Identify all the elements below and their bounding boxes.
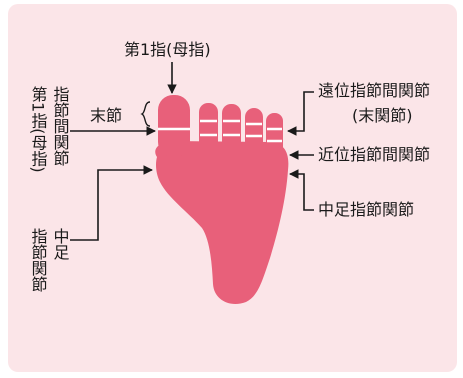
- label-big-toe: 第1指(母指): [124, 40, 211, 59]
- label-pip-joint: 近位指節間関節: [318, 145, 430, 164]
- label-first-toe-ip-col1: 第1指(母指): [29, 86, 48, 173]
- arrow-mtp-left: [70, 165, 153, 241]
- label-dip-joint-line1: 遠位指節間関節: [318, 81, 430, 100]
- label-first-toe-ip-col2: 指節間関節: [51, 86, 70, 166]
- arrow-dip-joint: [287, 91, 314, 136]
- label-distal-phalanx: 末節: [90, 106, 122, 125]
- foot-sole-shape: [155, 141, 289, 304]
- distal-phalanx-brace: [140, 101, 151, 127]
- label-mtp-left-col2: 指節関節: [29, 228, 48, 292]
- toe-3-shape: [222, 104, 241, 152]
- big-toe-shape: [158, 95, 190, 157]
- arrow-mtp-right: [289, 169, 314, 211]
- label-mtp-left-col1: 中足: [51, 228, 70, 260]
- joint-lines: [158, 119, 282, 143]
- toe-5-shape: [266, 113, 283, 155]
- label-dip-joint-line2: (末関節): [352, 106, 413, 125]
- label-mtp-right: 中足指節関節: [318, 200, 414, 219]
- toe-4-shape: [245, 108, 263, 152]
- toe-2-shape: [199, 103, 218, 153]
